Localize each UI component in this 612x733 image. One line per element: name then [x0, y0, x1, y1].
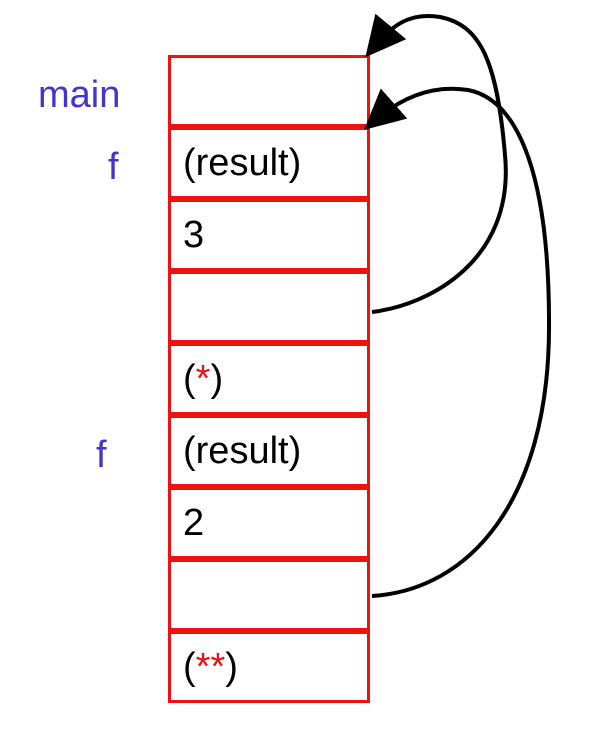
paren-close: ) [225, 646, 238, 688]
stack-cell-return-double-star: (**) [168, 631, 370, 703]
return-marker-double-star: ** [195, 646, 226, 688]
stack-cell-link-1 [168, 271, 370, 343]
paren-open: ( [183, 646, 196, 688]
control-link-arrow-2 [363, 86, 552, 598]
cell-text: (result) [183, 142, 302, 184]
cell-text: (result) [183, 430, 302, 472]
cell-text: 2 [183, 502, 205, 544]
paren-open: ( [183, 358, 196, 400]
frame-label-main: main [38, 74, 121, 116]
stack-cell-link-2 [168, 559, 370, 631]
cell-text: (**) [183, 648, 238, 686]
stack-cell-result-1: (result) [168, 127, 370, 199]
frame-label-f-2: f [96, 434, 107, 476]
cell-text: (*) [183, 360, 223, 398]
stack-cell-result-2: (result) [168, 415, 370, 487]
cell-text: 3 [183, 214, 205, 256]
frame-label-f-1: f [108, 146, 119, 188]
stack-cell-arg-3: 3 [168, 199, 370, 271]
stack-cell-return-star: (*) [168, 343, 370, 415]
return-marker-star: * [195, 358, 211, 400]
stack-cell-arg-2: 2 [168, 487, 370, 559]
control-link-arrow-1 [365, 13, 508, 314]
paren-close: ) [210, 358, 224, 400]
